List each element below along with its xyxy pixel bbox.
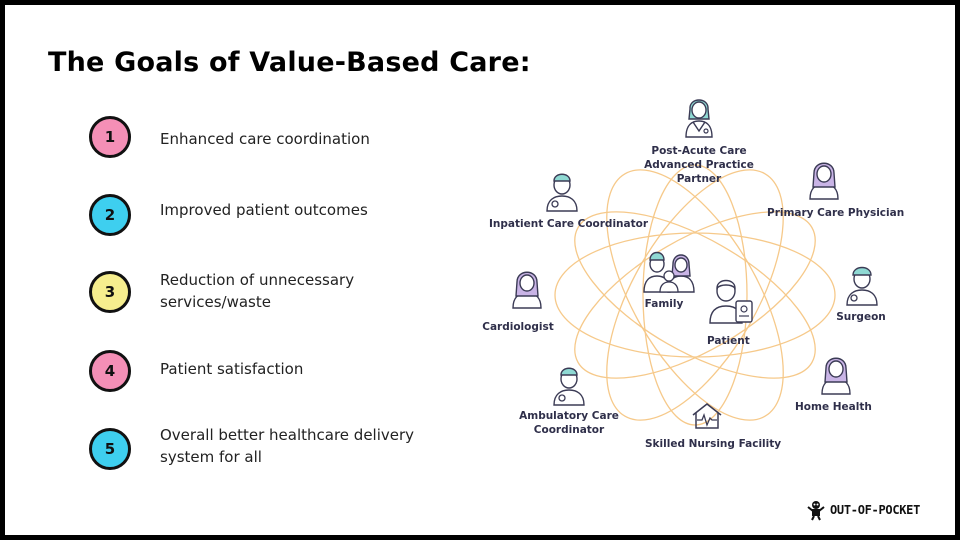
surgeon-icon: [846, 266, 878, 306]
nurse-icon: [685, 99, 713, 138]
brand-mascot-icon: [807, 501, 825, 521]
goal-badge-2: 2: [89, 194, 131, 236]
role-skilled-nursing: Skilled Nursing Facility: [645, 438, 782, 450]
page-title: The Goals of Value-Based Care:: [48, 47, 531, 78]
orbit-ellipse: [554, 232, 836, 358]
role-inpatient: Inpatient Care Coordinator: [489, 218, 649, 230]
orbit-ellipse: [642, 164, 748, 426]
ambulatory-coordinator-icon: [553, 367, 585, 406]
role-surgeon: Surgeon: [836, 311, 886, 323]
family-icon: [643, 251, 695, 293]
goal-badge-5: 5: [89, 428, 131, 470]
goal-badge-1: 1: [89, 116, 131, 158]
goal-text-4: Patient satisfaction: [160, 360, 304, 378]
orbit-ellipse: [574, 211, 816, 379]
role-home-health: Home Health: [795, 401, 872, 413]
home-health-icon: [821, 357, 851, 395]
role-family: Family: [644, 298, 684, 310]
physician-icon: [809, 162, 839, 200]
role-cardiologist: Cardiologist: [482, 321, 554, 333]
goal-text-2: Improved patient outcomes: [160, 201, 368, 219]
doctor-icon: [546, 173, 578, 212]
goal-badge-4: 4: [89, 350, 131, 392]
role-primary-care: Primary Care Physician: [767, 207, 905, 219]
goal-text-3: Reduction of unnecessary services/waste: [160, 271, 355, 311]
role-patient: Patient: [707, 335, 750, 347]
goal-text-5: Overall better healthcare delivery syste…: [160, 426, 415, 466]
role-ambulatory: Ambulatory Care Coordinator: [519, 410, 619, 436]
brand-logo: OUT-OF-POCKET: [805, 499, 920, 521]
role-post-acute: Post-Acute Care Advanced Practice Partne…: [644, 145, 754, 185]
patient-icon: [709, 279, 753, 324]
orbit-ellipse: [574, 211, 816, 379]
cardiologist-icon: [512, 271, 542, 309]
brand-name: OUT-OF-POCKET: [830, 503, 921, 517]
goal-badge-3: 3: [89, 271, 131, 313]
house-heartbeat-icon: [692, 403, 722, 429]
orbit-ellipse: [606, 169, 784, 421]
orbit-ellipse: [606, 169, 784, 421]
care-team-orbit-diagram: [554, 164, 836, 426]
goal-text-1: Enhanced care coordination: [160, 130, 370, 148]
